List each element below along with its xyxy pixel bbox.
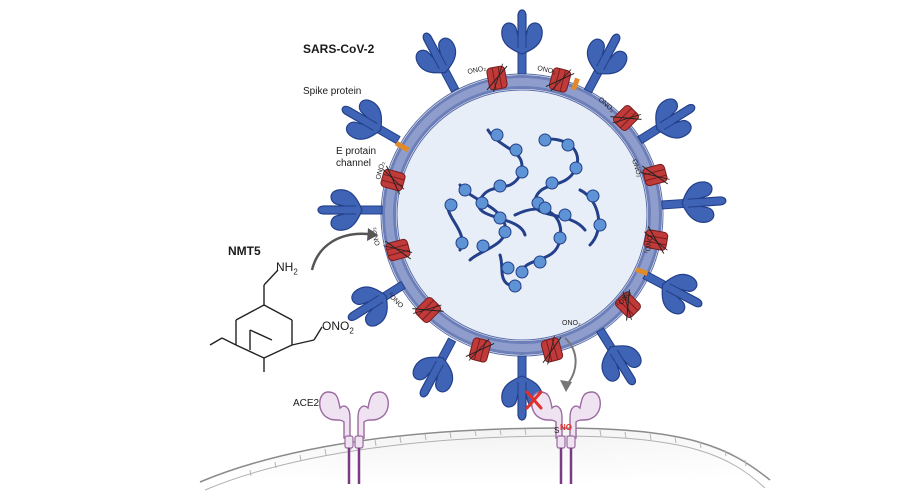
- amine-subscript: 2: [293, 267, 298, 277]
- svg-text:ONO₂: ONO₂: [370, 226, 382, 246]
- spike-protein-label: Spike protein: [303, 86, 362, 97]
- e-channel-label-line1: E protain: [336, 146, 377, 157]
- curved-arrow-icon: [560, 337, 577, 392]
- svg-text:ONO₂: ONO₂: [375, 160, 387, 180]
- curved-arrow-icon: [310, 228, 378, 271]
- amine-group-label: NH2: [276, 260, 298, 276]
- e-protein-channel-icon: [376, 62, 672, 367]
- svg-text:ONO₂: ONO₂: [467, 65, 487, 76]
- e-channel-label-line2: channel: [336, 158, 372, 169]
- viral-rna-genome: [444, 128, 607, 293]
- svg-text:ONO₂: ONO₂: [537, 65, 557, 76]
- nmt5-structure: [209, 269, 323, 372]
- ace2-label: ACE2: [293, 398, 320, 409]
- nitrate-group-label: ONO2: [322, 319, 354, 335]
- svg-text:ONO₂: ONO₂: [562, 320, 581, 327]
- cross-mark-icon: [525, 390, 543, 410]
- nitrate-text: ONO: [322, 319, 350, 333]
- sno-s-label: S: [554, 426, 559, 435]
- svg-text:ONO₂: ONO₂: [643, 235, 653, 255]
- nitrate-subscript: 2: [349, 326, 354, 336]
- page-title: SARS-CoV-2: [303, 42, 375, 56]
- amine-text: NH: [276, 260, 294, 274]
- drug-name-label: NMT5: [228, 244, 261, 258]
- sno-no-label: NO: [560, 423, 572, 432]
- virus-particle: [380, 73, 664, 357]
- cell-membrane: [150, 427, 800, 500]
